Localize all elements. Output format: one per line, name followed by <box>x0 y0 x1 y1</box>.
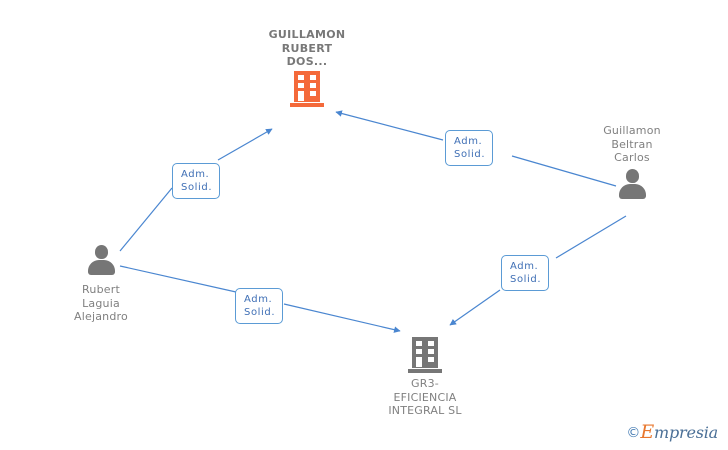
edge-label-carlos-to-guillamon-company[interactable]: Adm. Solid. <box>445 130 494 166</box>
edge-label-carlos-to-gr3[interactable]: Adm. Solid. <box>501 255 550 291</box>
empresia-watermark: ©Empresia <box>626 423 718 442</box>
node-label-guillamon-rubert-dos: GUILLAMON RUBERT DOS... <box>268 28 346 68</box>
edge-carlos-to-gr3[interactable] <box>449 215 627 326</box>
edge-rubert-to-gr3[interactable] <box>119 265 401 333</box>
person-icon <box>614 167 650 205</box>
brand-remainder: mpresia <box>654 423 718 442</box>
person-icon <box>83 243 119 281</box>
edge-rubert-to-guillamon-company[interactable] <box>119 128 273 252</box>
edge-label-rubert-to-guillamon-company[interactable]: Adm. Solid. <box>172 163 221 199</box>
node-label-gr3-eficiencia-integral-sl: GR3- EFICIENCIA INTEGRAL SL <box>388 377 462 417</box>
node-label-guillamon-beltran-carlos: Guillamon Beltran Carlos <box>603 124 661 164</box>
node-rubert-laguia-alejandro[interactable]: Rubert Laguia Alejandro <box>21 241 181 324</box>
node-label-rubert-laguia-alejandro: Rubert Laguia Alejandro <box>74 283 128 323</box>
node-guillamon-beltran-carlos[interactable]: Guillamon Beltran Carlos <box>552 124 712 207</box>
brand-name: Empresia <box>640 423 718 442</box>
building-icon <box>289 70 325 109</box>
brand-initial: E <box>640 421 654 443</box>
building-icon <box>407 337 443 375</box>
node-guillamon-rubert-dos[interactable]: GUILLAMON RUBERT DOS... <box>227 28 387 111</box>
edge-label-rubert-to-gr3[interactable]: Adm. Solid. <box>235 288 284 324</box>
edge-carlos-to-guillamon-company[interactable] <box>335 110 617 187</box>
node-gr3-eficiencia-integral-sl[interactable]: GR3- EFICIENCIA INTEGRAL SL <box>345 335 505 418</box>
copyright-icon: © <box>626 425 641 441</box>
